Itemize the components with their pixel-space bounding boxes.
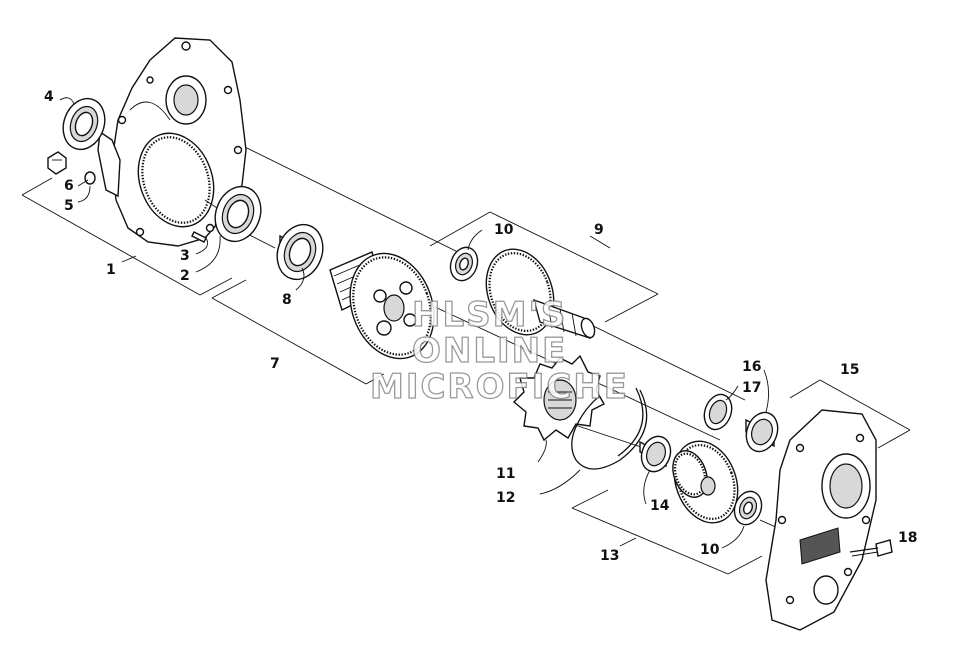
oil-seal-part-4 <box>62 97 106 151</box>
callout-13: 13 <box>600 548 619 564</box>
callout-7: 7 <box>270 356 280 372</box>
callout-15: 15 <box>840 362 859 378</box>
callout-6: 6 <box>64 178 74 194</box>
housing-part-1 <box>97 37 247 247</box>
callout-8: 8 <box>282 292 292 308</box>
watermark-line-3: MICROFICHE <box>370 367 629 407</box>
brand-plate-icon <box>799 527 841 565</box>
callout-10-upper: 10 <box>494 222 514 238</box>
group-bracket-15 <box>789 379 911 449</box>
dowel-pin-part-3 <box>191 231 207 243</box>
callout-12: 12 <box>496 490 515 506</box>
group-bracket-9 <box>429 211 659 323</box>
callout-17: 17 <box>742 380 761 396</box>
output-gear-part-7 <box>329 251 435 360</box>
bearing-part-8 <box>276 223 324 281</box>
watermark-line-1: HLSM'S <box>412 295 567 335</box>
callout-11: 11 <box>496 466 515 482</box>
callout-18: 18 <box>898 530 917 546</box>
bearing-part-10-upper <box>449 246 479 282</box>
callout-5: 5 <box>64 198 74 214</box>
callout-labels: 4 6 5 1 3 2 8 7 10 9 11 12 14 13 10 16 1… <box>44 89 917 564</box>
watermark-line-2: ONLINE <box>412 331 567 371</box>
callout-1: 1 <box>106 262 116 278</box>
snap-ring-part-12 <box>571 387 648 470</box>
sprocket-part-11 <box>512 354 605 442</box>
bolt-part-18 <box>849 539 893 557</box>
seal-part-17 <box>703 393 733 431</box>
drain-plug-part-6 <box>47 151 67 175</box>
leader-lines <box>59 97 769 549</box>
callout-10-lower: 10 <box>700 542 720 558</box>
bearing-part-16 <box>745 411 779 453</box>
callout-2: 2 <box>180 268 190 284</box>
idler-gear-part-13 <box>672 440 739 524</box>
group-bracket-1 <box>21 177 233 296</box>
watermark: HLSM'S ONLINE MICROFICHE <box>369 294 629 407</box>
group-bracket-7 <box>211 279 385 385</box>
washer-part-5 <box>84 171 96 185</box>
countershaft-gear-part-9 <box>485 248 596 340</box>
callout-16: 16 <box>742 359 761 375</box>
bearing-part-14 <box>639 435 672 473</box>
cover-part-15 <box>765 409 877 631</box>
callout-3: 3 <box>180 248 190 264</box>
bearing-part-10-lower <box>733 490 763 526</box>
callout-9: 9 <box>594 222 604 238</box>
seal-part-2 <box>214 185 262 243</box>
callout-4: 4 <box>44 89 54 105</box>
group-bracket-13 <box>571 489 763 575</box>
callout-14: 14 <box>650 498 670 514</box>
